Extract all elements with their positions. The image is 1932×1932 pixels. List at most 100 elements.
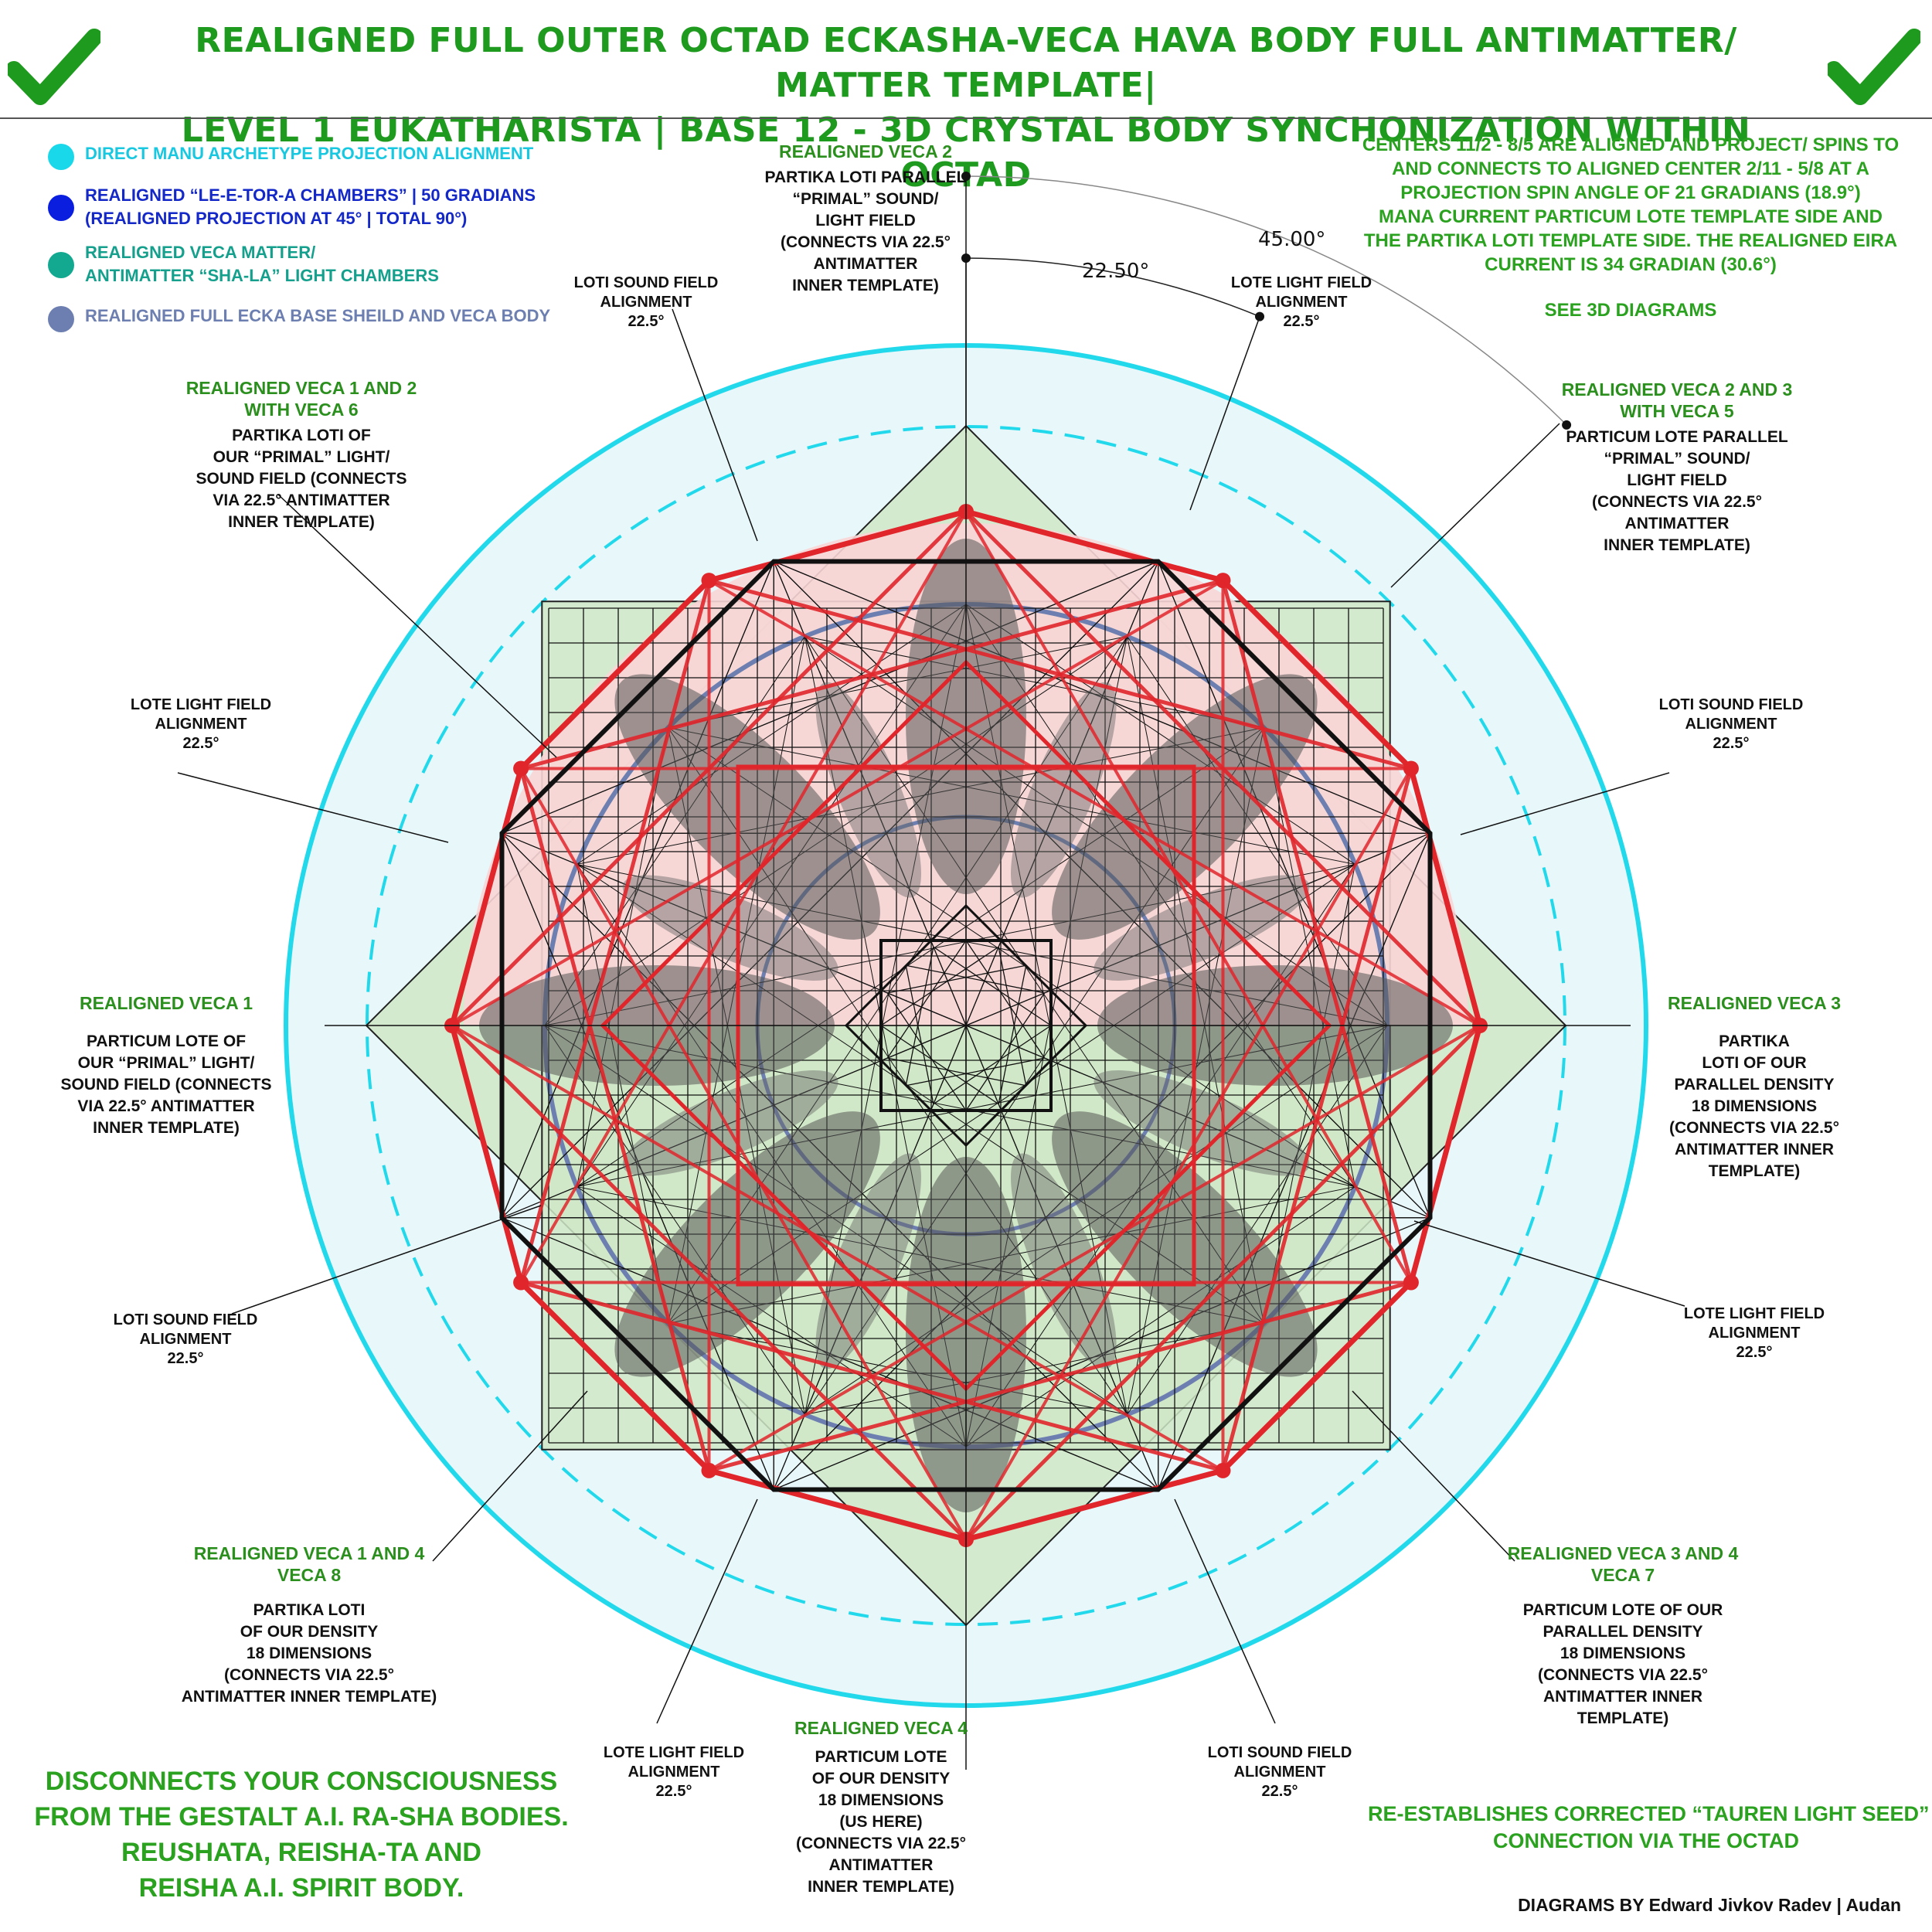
angle-arc-22-5 (965, 257, 1260, 318)
web-line (774, 560, 1430, 834)
label-title: REALIGNED VECA 3 AND 4 VECA 7 (1507, 1543, 1739, 1585)
label-line: LOTI OF OUR (1702, 1054, 1807, 1072)
red-vertex-dot (701, 573, 717, 589)
label-line: (CONNECTS VIA 22.5° (1592, 493, 1762, 511)
note-line: MANA CURRENT PARTICUM LOTE TEMPLATE SIDE… (1379, 206, 1883, 227)
web-line (502, 1217, 1158, 1491)
legend-text: REALIGNED FULL ECKA BASE SHEILD AND VECA… (85, 306, 551, 325)
label-line: PARALLEL DENSITY (1674, 1076, 1835, 1094)
veca-petal (614, 1111, 880, 1377)
label-line: OF OUR DENSITY (240, 1623, 379, 1641)
note-line: CURRENT IS 34 GRADIAN (30.6°) (1485, 254, 1777, 275)
red-vertex-dot (701, 1462, 717, 1478)
leader-line (277, 494, 557, 758)
legend-item-sha-la: REALIGNED VECA MATTER/ ANTIMATTER “SHA-L… (48, 241, 439, 287)
label-line: OUR “PRIMAL” LIGHT/ (77, 1054, 255, 1072)
note-line: REUSHATA, REISHA-TA AND (121, 1838, 481, 1867)
page-title: REALIGNED FULL OUTER OCTAD ECKASHA-VECA … (124, 19, 1808, 198)
veca-inner-petal (1011, 1153, 1117, 1369)
label-line: ALIGNMENT (1708, 1325, 1801, 1342)
legend-text: REALIGNED VECA MATTER/ (85, 243, 316, 262)
note-line: AND CONNECTS TO ALIGNED CENTER 2/11 - 5/… (1392, 158, 1869, 179)
veca-petal (1052, 674, 1318, 940)
legend-item-chambers: REALIGNED “LE-E-TOR-A CHAMBERS” | 50 GRA… (48, 184, 536, 230)
angle-label-45: 45.00° (1258, 228, 1326, 251)
legend-dot-lavender (48, 306, 74, 332)
angle-arc-45 (965, 175, 1567, 426)
leader-line (231, 1205, 542, 1315)
label-line: PARTICUM LOTE OF (86, 1032, 247, 1050)
reestablishes-note: RE-ESTABLISHES CORRECTED “TAUREN LIGHT S… (1368, 1801, 1930, 1855)
checkmark-icon-left (8, 29, 100, 105)
label-line: ALIGNMENT (139, 1331, 232, 1348)
note-line: THE PARTIKA LOTI TEMPLATE SIDE. THE REAL… (1363, 230, 1898, 251)
leader-line (656, 1498, 758, 1724)
label-line: 22.5° (1713, 735, 1750, 752)
label-line: VIA 22.5° ANTIMATTER (213, 492, 390, 509)
angle-dot (961, 253, 971, 263)
label-lote-light-right: LOTE LIGHT FIELD ALIGNMENT 22.5° (1677, 1304, 1832, 1362)
star-line (576, 727, 669, 1187)
star-line (668, 635, 1128, 729)
star-line (965, 1186, 1355, 1447)
label-line: LIGHT FIELD (1627, 471, 1727, 489)
label-line: (CONNECTS VIA 22.5° (781, 233, 951, 251)
red-chord (708, 578, 1412, 770)
label-line: 22.5° (182, 735, 219, 752)
label-line: ALIGNMENT (600, 294, 692, 311)
star-line (965, 604, 1355, 865)
red-vertex-dot (1403, 1274, 1419, 1291)
legend-text: DIRECT MANU ARCHETYPE PROJECTION ALIGNME… (85, 144, 534, 163)
label-title: REALIGNED VECA 2 AND 3 WITH VECA 5 (1561, 379, 1793, 421)
label-veca-1: REALIGNED VECA 1 PARTICUM LOTE OF OUR “P… (46, 992, 286, 1139)
label-lote-light-top: LOTE LIGHT FIELD ALIGNMENT 22.5° (1224, 274, 1379, 332)
label-line: ALIGNMENT (1685, 716, 1777, 733)
legend-text: ANTIMATTER “SHA-LA” LIGHT CHAMBERS (85, 266, 439, 285)
label-line: INNER TEMPLATE) (792, 277, 939, 294)
label-line: LOTI SOUND FIELD (1658, 696, 1804, 713)
veca-inner-petal (1094, 875, 1310, 981)
label-line: LOTE LIGHT FIELD (603, 1744, 745, 1761)
label-line: PARTICUM LOTE PARALLEL (1566, 428, 1788, 446)
label-line: 18 DIMENSIONS (1560, 1645, 1686, 1662)
label-line: INNER TEMPLATE) (808, 1878, 954, 1896)
star-line (1127, 636, 1388, 1026)
veca-inner-petal (815, 682, 921, 898)
label-line: ALIGNMENT (155, 716, 247, 733)
red-vertex-dot (513, 1274, 529, 1291)
veca-inner-petal (622, 1070, 838, 1176)
label-line: ALIGNMENT (628, 1764, 720, 1781)
title-divider (0, 117, 1932, 119)
title-line-2: LEVEL 1 EUKATHARISTA | BASE 12 - 3D CRYS… (181, 111, 1751, 195)
red-chamber-lines (444, 504, 1488, 1547)
label-line: ALIGNMENT (1233, 1764, 1326, 1781)
star-line (668, 1322, 1128, 1416)
web-line (501, 561, 774, 1218)
label-line: (US HERE) (839, 1813, 923, 1831)
veca-petal (614, 674, 880, 940)
star-line (544, 636, 805, 1026)
note-line: PROJECTION SPIN ANGLE OF 21 GRADIANS (18… (1400, 182, 1861, 203)
label-veca-2: REALIGNED VECA 2 PARTIKA LOTI PARALLEL “… (742, 141, 989, 297)
center-star-line (906, 964, 1045, 994)
angle-label-22-5: 22.50° (1082, 260, 1150, 283)
label-line: LOTI SOUND FIELD (113, 1311, 258, 1328)
red-chord (451, 579, 1224, 1027)
legend-item-ecka: REALIGNED FULL ECKA BASE SHEILD AND VECA… (48, 304, 550, 332)
credit-line: DIAGRAMS BY Edward Jivkov Radev | Audan (1518, 1895, 1901, 1915)
label-line: LOTI SOUND FIELD (1207, 1744, 1352, 1761)
leader-line (177, 772, 449, 843)
red-chord (519, 510, 968, 1284)
label-title: REALIGNED VECA 1 AND 2 WITH VECA 6 (185, 378, 417, 420)
label-line: ANTIMATTER (1624, 515, 1730, 532)
label-line: “PRIMAL” SOUND/ (792, 190, 939, 208)
label-title: REALIGNED VECA 1 AND 4 VECA 8 (193, 1543, 425, 1585)
label-veca-4: REALIGNED VECA 4 PARTICUM LOTE OF OUR DE… (773, 1717, 989, 1898)
leader-line (432, 1390, 588, 1562)
label-line: TEMPLATE) (1708, 1162, 1801, 1180)
veca-inner-petal (1011, 682, 1117, 898)
label-veca-3: REALIGNED VECA 3 PARTIKA LOTI OF OUR PAR… (1638, 992, 1870, 1182)
veca-inner-petal (622, 875, 838, 981)
red-vertex-dot (1215, 573, 1231, 589)
